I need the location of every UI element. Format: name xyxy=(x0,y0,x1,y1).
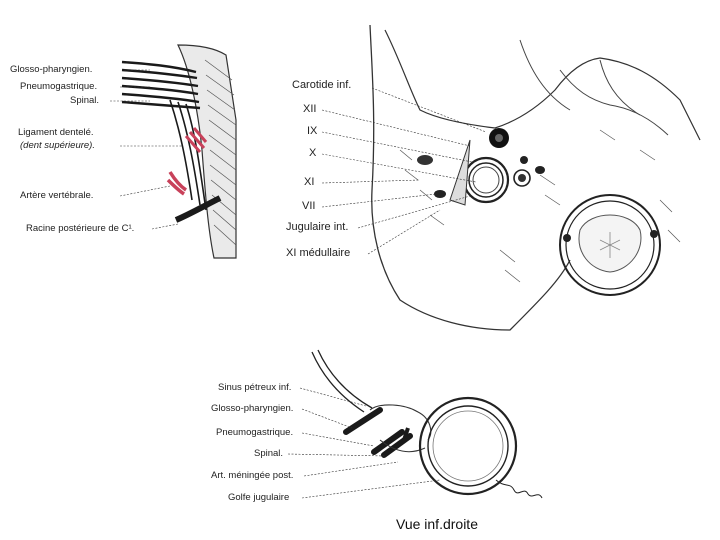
label-bottom-spinal: Spinal. xyxy=(254,448,284,459)
label-spinal: Spinal. xyxy=(70,95,100,106)
label-jugulaire-int: Jugulaire int. xyxy=(286,221,349,233)
panel-bottom-drawing xyxy=(287,349,543,499)
label-dent-superieure: (dent supérieure). xyxy=(20,140,95,151)
label-x: X xyxy=(309,147,317,159)
label-bottom-glosso-pharyngien: Glosso-pharyngien. xyxy=(211,403,294,414)
label-vii: VII xyxy=(302,200,316,212)
label-ix: IX xyxy=(307,125,318,137)
label-sinus-petreux-inf: Sinus pétreux inf. xyxy=(218,382,292,393)
label-bottom-pneumogastrique: Pneumogastrique. xyxy=(216,427,294,438)
label-glosso-pharyngien: Glosso-pharyngien. xyxy=(10,64,93,75)
label-carotide-inf: Carotide inf. xyxy=(292,79,352,91)
label-ligament-dentele: Ligament dentelé. xyxy=(18,127,94,138)
label-pneumogastrique: Pneumogastrique. xyxy=(20,81,98,92)
label-artere-vertebrale: Artère vertébrale. xyxy=(20,190,94,201)
label-art-meningee-post: Art. méningée post. xyxy=(211,470,294,481)
label-xi-medullaire: XI médullaire xyxy=(286,247,351,259)
panel-top-left-drawing xyxy=(110,44,237,259)
label-xii: XII xyxy=(303,103,317,115)
label-racine-posterieure: Racine postérieure de C¹. xyxy=(26,223,135,234)
label-xi: XI xyxy=(304,176,315,188)
label-golfe-jugulaire: Golfe jugulaire xyxy=(228,492,290,503)
panel-top-right-drawing xyxy=(321,24,701,331)
figure-caption: Vue inf.droite xyxy=(396,516,478,532)
